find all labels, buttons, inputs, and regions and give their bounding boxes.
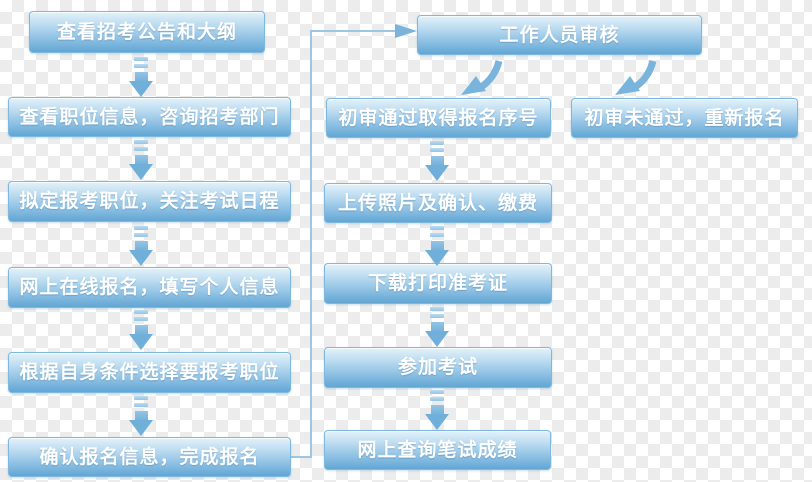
curved-branch-arrow-icon	[461, 60, 503, 95]
flow-node-staff-review: 工作人员审核	[417, 15, 702, 55]
flow-node-view-positions: 查看职位信息，咨询招考部门	[8, 97, 291, 137]
flow-node-label: 根据自身条件选择要报考职位	[19, 361, 280, 383]
flow-node-label: 查看职位信息，咨询招考部门	[19, 105, 280, 128]
flow-node-plan-position: 拟定报考职位，关注考试日程	[8, 181, 291, 222]
flow-node-label: 网上在线报名，填写个人信息	[19, 276, 280, 298]
down-arrow-icon	[127, 226, 155, 266]
flow-node-review-passed: 初审通过取得报名序号	[326, 98, 551, 138]
down-arrow-icon	[127, 396, 155, 436]
flow-node-label: 网上查询笔试成绩	[357, 438, 518, 461]
curved-branch-arrow-icon	[615, 60, 657, 95]
flow-node-label: 初审通过取得报名序号	[338, 106, 539, 129]
flow-node-label: 初审未通过，重新报名	[584, 106, 785, 129]
flow-node-label: 确认报名信息，完成报名	[39, 445, 260, 468]
flow-node-label: 拟定报考职位，关注考试日程	[19, 190, 280, 212]
flow-node-label: 参加考试	[397, 356, 478, 378]
flow-node-take-exam: 参加考试	[324, 347, 552, 388]
down-arrow-icon	[127, 140, 155, 180]
connector-arrowhead-icon	[395, 24, 417, 38]
flow-node-label: 查看招考公告和大纲	[56, 20, 237, 43]
flow-node-label: 工作人员审核	[499, 23, 620, 46]
flow-node-download-ticket: 下载打印准考证	[324, 263, 552, 304]
flow-node-label: 下载打印准考证	[367, 272, 508, 294]
flow-node-review-failed: 初审未通过，重新报名	[571, 98, 798, 138]
connector-line-top	[312, 30, 395, 32]
flow-node-confirm-registration: 确认报名信息，完成报名	[8, 437, 291, 477]
down-arrow-icon	[423, 390, 451, 430]
flow-node-view-announcement: 查看招考公告和大纲	[29, 11, 265, 53]
flow-node-label: 上传照片及确认、缴费	[337, 191, 538, 214]
down-arrow-icon	[423, 307, 451, 347]
connector-line-bottom	[290, 456, 311, 458]
flow-node-check-results: 网上查询笔试成绩	[324, 430, 551, 470]
flow-node-online-register: 网上在线报名，填写个人信息	[8, 267, 291, 308]
down-arrow-icon	[423, 226, 451, 266]
down-arrow-icon	[423, 141, 451, 181]
down-arrow-icon	[127, 57, 155, 97]
connector-line-vertical	[310, 30, 312, 458]
flow-node-upload-photo: 上传照片及确认、缴费	[324, 183, 552, 223]
down-arrow-icon	[127, 310, 155, 350]
flow-node-choose-position: 根据自身条件选择要报考职位	[8, 352, 291, 393]
